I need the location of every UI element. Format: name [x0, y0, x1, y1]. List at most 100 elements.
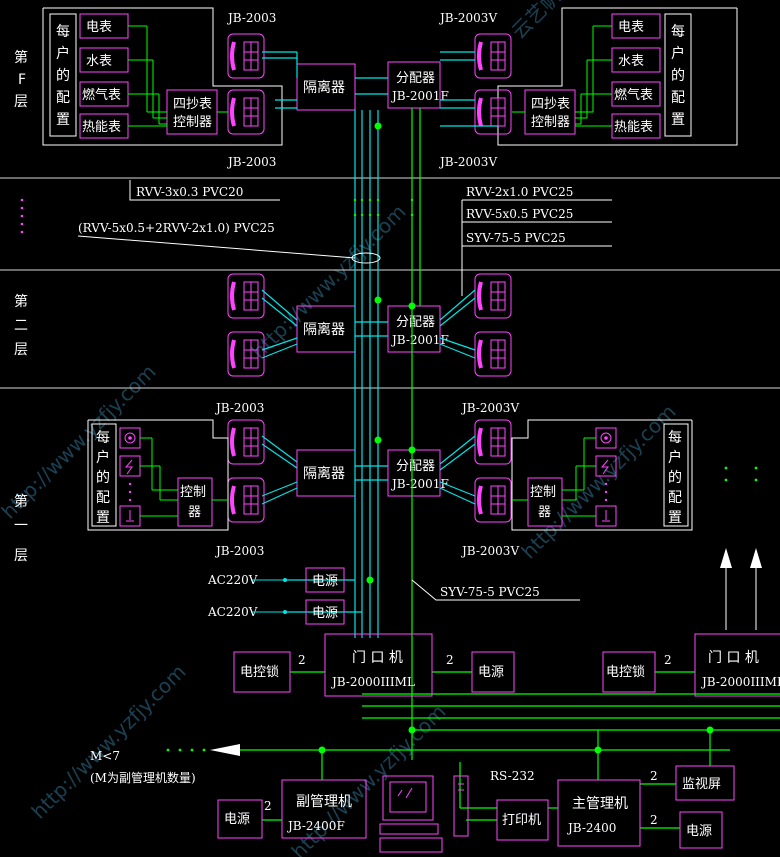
- svg-text:JB-2400: JB-2400: [566, 821, 616, 835]
- svg-text:配: 配: [96, 490, 110, 506]
- svg-text:JB-2003: JB-2003: [226, 155, 276, 169]
- svg-text:置: 置: [56, 112, 70, 128]
- svg-text:JB-2003V: JB-2003V: [460, 401, 519, 415]
- svg-text:电源: 电源: [224, 812, 250, 827]
- svg-text:配: 配: [56, 90, 70, 106]
- svg-text:RVV-2x1.0 PVC25: RVV-2x1.0 PVC25: [466, 185, 573, 199]
- svg-text:四抄表: 四抄表: [173, 97, 212, 112]
- svg-text:RVV-5x0.5 PVC25: RVV-5x0.5 PVC25: [466, 207, 573, 221]
- bus-nodes: [318, 122, 714, 754]
- svg-text:的: 的: [56, 68, 70, 84]
- svg-text:户: 户: [668, 449, 682, 466]
- svg-text:2: 2: [650, 813, 658, 827]
- svg-text:分配器: 分配器: [396, 71, 435, 86]
- svg-text:JB-2400F: JB-2400F: [286, 819, 345, 833]
- svg-text:户: 户: [56, 45, 70, 62]
- indoor-phone-icon: [227, 33, 265, 79]
- svg-text:水表: 水表: [618, 54, 644, 69]
- svg-text:分配器: 分配器: [396, 315, 435, 330]
- svg-text:JB-2001F: JB-2001F: [390, 333, 449, 347]
- indoor-phone-icon: [227, 419, 265, 465]
- svg-text:JB-2001F: JB-2001F: [390, 89, 449, 103]
- svg-text:(M为副管理机数量): (M为副管理机数量): [90, 770, 196, 785]
- svg-text:的: 的: [668, 470, 682, 486]
- svg-text:每: 每: [96, 430, 110, 446]
- svg-text:控制: 控制: [180, 485, 206, 500]
- svg-text:每: 每: [668, 430, 682, 446]
- svg-text:JB-2000IIIML: JB-2000IIIML: [700, 675, 780, 689]
- svg-text:置: 置: [668, 510, 682, 526]
- svg-text:RS-232: RS-232: [490, 769, 535, 783]
- indoor-phone-icon: [474, 419, 512, 465]
- svg-text:监视屏: 监视屏: [682, 777, 721, 792]
- floor-labels: 第 F 层 第 二 层 第 一 层: [14, 49, 28, 564]
- svg-text:配: 配: [671, 90, 685, 106]
- svg-text:JB-2003V: JB-2003V: [438, 155, 497, 169]
- floor-dividers: [0, 177, 780, 389]
- svg-text:热能表: 热能表: [82, 120, 121, 135]
- mk7-note: M<7 (M为副管理机数量): [90, 744, 240, 785]
- power-supplies: AC220V 电源 AC220V 电源: [207, 567, 345, 625]
- svg-text:JB-2000IIIML: JB-2000IIIML: [330, 675, 415, 689]
- svg-text:SYV-75-5 PVC25: SYV-75-5 PVC25: [440, 585, 540, 599]
- svg-text:http://www.yzfjy.com: http://www.yzfjy.com: [287, 700, 451, 857]
- svg-text:控制器: 控制器: [531, 115, 570, 130]
- svg-text:(RVV-5x0.5+2RVV-2x1.0) PVC25: (RVV-5x0.5+2RVV-2x1.0) PVC25: [78, 221, 275, 235]
- svg-text:隔离器: 隔离器: [303, 321, 345, 338]
- svg-text:热能表: 热能表: [614, 120, 653, 135]
- svg-text:SYV-75-5 PVC25: SYV-75-5 PVC25: [466, 231, 566, 245]
- svg-text:2: 2: [664, 653, 672, 667]
- door-unit-right: 电控锁 2 门 口 机 JB-2000IIIML: [602, 548, 780, 697]
- svg-text:2: 2: [264, 799, 272, 813]
- svg-text:电源: 电源: [478, 665, 504, 680]
- svg-text:控制: 控制: [530, 485, 556, 500]
- svg-text:每: 每: [56, 24, 70, 40]
- svg-text:户: 户: [671, 45, 685, 62]
- svg-text:电控锁: 电控锁: [606, 664, 645, 680]
- svg-text:主管理机: 主管理机: [572, 796, 628, 812]
- floor-2-label-3: 层: [14, 342, 28, 358]
- svg-text:户: 户: [96, 449, 110, 466]
- svg-text:四抄表: 四抄表: [531, 97, 570, 112]
- svg-text:电源: 电源: [686, 824, 712, 839]
- svg-text:JB-2003: JB-2003: [214, 544, 264, 558]
- indoor-phone-icon: [474, 89, 512, 135]
- indoor-phone-icon: [227, 273, 265, 319]
- svg-text:的: 的: [671, 68, 685, 84]
- svg-text:云艺帆教育: 云艺帆教育: [507, 0, 595, 44]
- svg-text:每: 每: [671, 24, 685, 40]
- svg-text:http://www.yzfjy.com: http://www.yzfjy.com: [517, 400, 681, 564]
- cyan-bus: [261, 51, 498, 638]
- svg-text:2: 2: [298, 653, 306, 667]
- svg-text:水表: 水表: [86, 54, 112, 69]
- svg-text:隔离器: 隔离器: [303, 79, 345, 96]
- svg-text:电源: 电源: [312, 574, 338, 589]
- svg-text:电表: 电表: [618, 20, 644, 35]
- floor-1-label-2: 一: [14, 518, 28, 534]
- svg-text:打印机: 打印机: [502, 813, 541, 828]
- svg-text:门 口 机: 门 口 机: [352, 650, 403, 666]
- floor-f-label-3: 层: [14, 94, 28, 110]
- svg-text:配: 配: [668, 490, 682, 506]
- svg-text:分配器: 分配器: [396, 459, 435, 474]
- model-labels: JB-2003 JB-2003V JB-2003 JB-2003V JB-200…: [214, 11, 519, 558]
- dotted-links: [166, 198, 758, 752]
- svg-text:置: 置: [671, 112, 685, 128]
- floor-f-label-2: F: [18, 72, 26, 88]
- svg-text:JB-2003V: JB-2003V: [460, 544, 519, 558]
- svg-text:器: 器: [188, 505, 201, 520]
- svg-text:http://www.yzfjy.com: http://www.yzfjy.com: [27, 660, 191, 824]
- svg-text:JB-2001F: JB-2001F: [390, 477, 449, 491]
- svg-text:JB-2003: JB-2003: [214, 401, 264, 415]
- svg-text:AC220V: AC220V: [207, 573, 258, 587]
- indoor-phone-icon: [227, 477, 265, 523]
- svg-text:器: 器: [538, 505, 551, 520]
- svg-text:置: 置: [96, 510, 110, 526]
- svg-text:JB-2003V: JB-2003V: [438, 11, 497, 25]
- svg-text:隔离器: 隔离器: [303, 465, 345, 482]
- indoor-phone-icon: [227, 331, 265, 377]
- svg-text:JB-2003: JB-2003: [226, 11, 276, 25]
- floor-f-label-1: 第: [14, 49, 28, 66]
- svg-text:控制器: 控制器: [173, 115, 212, 130]
